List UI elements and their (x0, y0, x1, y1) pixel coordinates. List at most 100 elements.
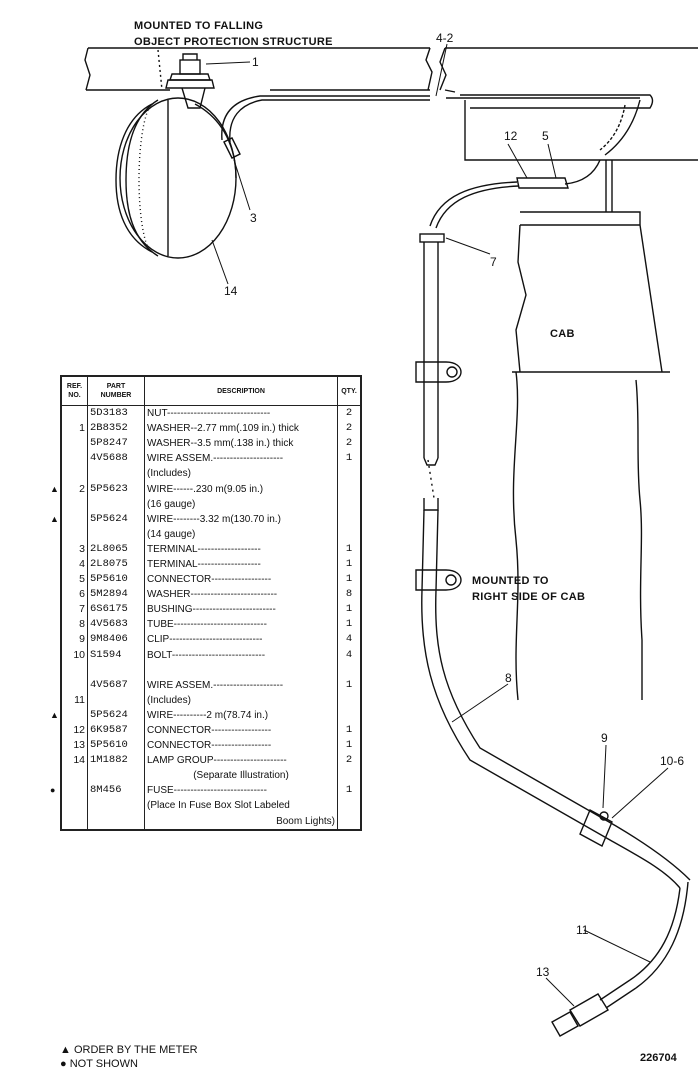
row-description: CONNECTOR------------------ (144, 738, 338, 754)
row-description: WIRE--------3.32 m(130.70 in.) (144, 511, 338, 527)
row-description: LAMP GROUP---------------------- (144, 753, 338, 769)
row-part-number (87, 768, 145, 784)
row-part-number: 4V5687 (87, 677, 145, 693)
row-ref: 11 (62, 692, 88, 708)
row-ref: 8 (62, 617, 88, 633)
callout-9: 9 (601, 731, 608, 745)
row-part-number (87, 526, 145, 542)
callout-12: 12 (504, 129, 518, 143)
leader-lines (205, 43, 669, 1007)
row-ref: ● (50, 783, 88, 799)
wire-eleven (599, 881, 689, 1009)
row-part-number: 5P8247 (87, 436, 145, 452)
row-qty: 1 (345, 452, 353, 465)
figure-number: 226704 (640, 1052, 677, 1064)
row-part-number: S1594 (87, 647, 145, 663)
row-description: NUT------------------------------- (144, 405, 338, 422)
row-qty: 1 (345, 603, 353, 616)
legend: ▲ ORDER BY THE METER ● NOT SHOWN (60, 1043, 198, 1071)
row-description: (14 gauge) (144, 526, 338, 542)
row-part-number: 2L8075 (87, 556, 145, 573)
table-row: (Place In Fuse Box Slot Labeled (62, 798, 361, 814)
row-qty: 2 (345, 437, 353, 450)
row-qty (338, 527, 361, 542)
row-ref: 4 (62, 556, 88, 573)
row-ref-number: 5 (79, 573, 85, 586)
row-part-number: 4V5683 (87, 617, 145, 633)
row-ref-number: 3 (79, 542, 85, 555)
table-row: (Includes) (62, 466, 360, 482)
row-ref-number: 7 (79, 603, 85, 616)
row-description: WIRE ASSEM.--------------------- (144, 677, 338, 693)
row-part-number: 9M8406 (87, 632, 145, 648)
row-description: FUSE---------------------------- (144, 783, 338, 799)
clip-bend (579, 809, 613, 847)
row-qty (338, 814, 361, 829)
row-description: (Includes) (144, 692, 338, 708)
row-part-number: 5D3183 (87, 405, 145, 422)
callout-13: 13 (536, 965, 550, 979)
row-description: BOLT---------------------------- (144, 647, 338, 663)
row-part-number: 2L8065 (87, 541, 145, 557)
row-part-number: 4V5688 (87, 451, 145, 467)
table-row: Boom Lights) (62, 813, 361, 829)
row-ref (62, 662, 88, 678)
legend-not-shown: ● NOT SHOWN (60, 1058, 138, 1070)
row-ref: 7 (62, 602, 88, 618)
row-qty (338, 708, 361, 723)
row-description: (Place In Fuse Box Slot Labeled (144, 798, 338, 814)
note-right-side-of-cab: RIGHT SIDE OF CAB (472, 591, 585, 603)
note-object-protection: OBJECT PROTECTION STRUCTURE (134, 36, 333, 48)
row-ref: ▲2 (50, 481, 88, 497)
row-part-number: 2B8352 (87, 421, 145, 437)
row-description (144, 662, 338, 678)
row-mark: ▲ (50, 483, 59, 494)
row-qty: 2 (345, 754, 353, 767)
row-part-number: 5P5624 (87, 511, 145, 527)
note-mounted-to: MOUNTED TO (472, 575, 549, 587)
row-ref (62, 526, 88, 542)
row-ref-number: 14 (73, 754, 85, 767)
row-part-number: 5M2894 (87, 587, 145, 603)
row-description: TERMINAL------------------- (144, 541, 338, 557)
callout-7: 7 (490, 255, 497, 269)
row-qty (338, 497, 361, 512)
row-qty (338, 768, 361, 783)
row-part-number: 5P5610 (87, 572, 145, 588)
row-description: (16 gauge) (144, 496, 338, 512)
row-ref (62, 813, 88, 829)
header-ref: REF.NO. (62, 377, 88, 406)
table-row: 11 (Includes) (62, 692, 360, 708)
row-qty: 1 (345, 557, 353, 570)
row-mark: ▲ (50, 709, 59, 720)
row-ref-number: 9 (79, 633, 85, 646)
callout-4-2: 4-2 (436, 31, 454, 45)
table-row: (14 gauge) (62, 526, 361, 542)
row-description: BUSHING------------------------- (144, 602, 338, 618)
row-ref (62, 798, 88, 814)
row-qty (338, 481, 361, 496)
row-qty (338, 798, 361, 813)
cab-label: CAB (550, 328, 575, 340)
row-part-number: 6S6175 (87, 602, 145, 618)
row-description: CONNECTOR------------------ (144, 572, 338, 588)
table-row (62, 662, 360, 678)
row-description: CONNECTOR------------------ (144, 722, 338, 739)
row-description: WASHER-------------------------- (144, 587, 338, 603)
lamp-mount-bracket (165, 53, 215, 109)
row-ref: 14 (62, 753, 88, 769)
row-qty: 1 (345, 724, 353, 737)
row-qty: 1 (345, 618, 353, 631)
row-ref: 10 (62, 647, 88, 663)
row-qty: 4 (345, 648, 353, 661)
row-ref-number: 2 (79, 482, 85, 495)
